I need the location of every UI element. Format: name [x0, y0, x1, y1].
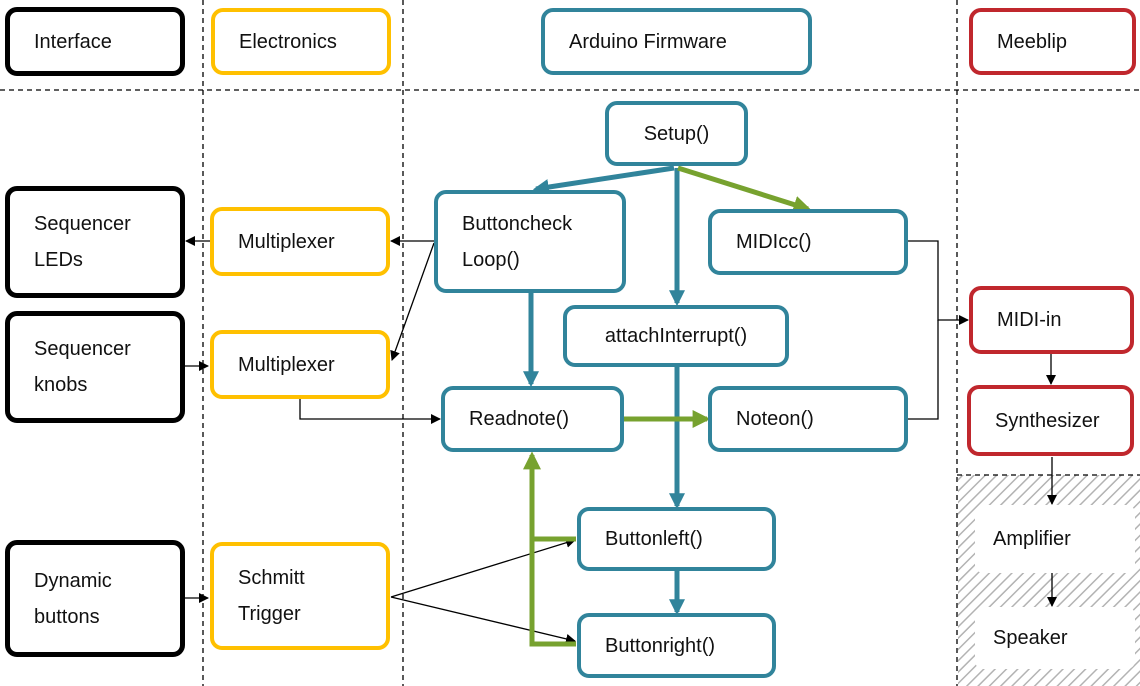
node-synthesizer: Synthesizer — [967, 385, 1134, 456]
node-buttoncheck-loop: Buttoncheck Loop() — [434, 190, 626, 293]
node-midicc-label: MIDIcc() — [736, 231, 812, 253]
column-header-firmware: Arduino Firmware — [541, 8, 812, 75]
node-readnote-label: Readnote() — [469, 408, 570, 430]
column-header-electronics: Electronics — [211, 8, 391, 75]
node-sequencer-leds-label: Sequencer LEDs — [34, 213, 131, 271]
node-buttonright-label: Buttonright() — [605, 634, 716, 657]
node-multiplexer-2: Multiplexer — [210, 330, 390, 399]
node-speaker: Speaker — [975, 607, 1135, 669]
node-sequencer-knobs: Sequencer knobs — [5, 311, 185, 423]
node-dynamic-buttons-label: Dynamic buttons — [34, 569, 112, 628]
node-buttoncheck-loop-label: Buttoncheck Loop() — [462, 212, 573, 271]
node-midi-in-label: MIDI-in — [997, 309, 1062, 331]
arrow-setup-to-midicc — [677, 165, 812, 214]
node-schmitt-trigger: Schmitt Trigger — [210, 542, 390, 650]
node-multiplexer-1-label: Multiplexer — [238, 230, 335, 253]
column-header-interface-label: Interface — [34, 30, 112, 53]
column-header-electronics-label: Electronics — [239, 30, 337, 53]
node-schmitt-trigger-label: Schmitt Trigger — [238, 567, 305, 625]
arrow-schmitt-to-buttonright — [390, 596, 576, 644]
node-amplifier: Amplifier — [975, 505, 1135, 573]
node-midicc: MIDIcc() — [708, 209, 908, 275]
node-multiplexer-1: Multiplexer — [210, 207, 390, 276]
node-midi-in: MIDI-in — [969, 286, 1134, 354]
node-dynamic-buttons: Dynamic buttons — [5, 540, 185, 657]
node-readnote: Readnote() — [441, 386, 624, 452]
node-buttonright: Buttonright() — [577, 613, 776, 678]
node-buttonleft: Buttonleft() — [577, 507, 776, 571]
node-synthesizer-label: Synthesizer — [995, 409, 1100, 432]
node-multiplexer-2-label: Multiplexer — [238, 353, 335, 376]
column-header-meeblip-label: Meeblip — [997, 30, 1068, 53]
node-buttonleft-label: Buttonleft() — [605, 528, 703, 550]
node-setup: Setup() — [605, 101, 748, 166]
arrow-midicc-to-midiin — [908, 240, 969, 325]
line-noteon-to-midiin — [908, 320, 939, 420]
node-attach-interrupt-label: attachInterrupt() — [604, 325, 748, 347]
node-noteon: Noteon() — [708, 386, 908, 452]
arrow-mux2-to-readnote — [299, 399, 441, 424]
node-amplifier-label: Amplifier — [993, 528, 1071, 550]
column-header-firmware-label: Arduino Firmware — [569, 30, 727, 53]
node-attach-interrupt: attachInterrupt() — [563, 305, 789, 367]
node-sequencer-knobs-label: Sequencer knobs — [34, 338, 131, 396]
node-sequencer-leds: Sequencer LEDs — [5, 186, 185, 298]
node-speaker-label: Speaker — [993, 627, 1068, 649]
arrow-buttons-to-readnote — [529, 536, 576, 647]
node-noteon-label: Noteon() — [736, 408, 814, 430]
arrow-setup-to-loop — [532, 165, 675, 195]
column-header-meeblip: Meeblip — [969, 8, 1136, 75]
column-header-interface: Interface — [5, 7, 185, 76]
arrow-schmitt-to-buttonleft — [390, 537, 576, 598]
arrow-loop-to-mux2 — [390, 242, 435, 361]
node-setup-label: Setup() — [643, 122, 710, 145]
